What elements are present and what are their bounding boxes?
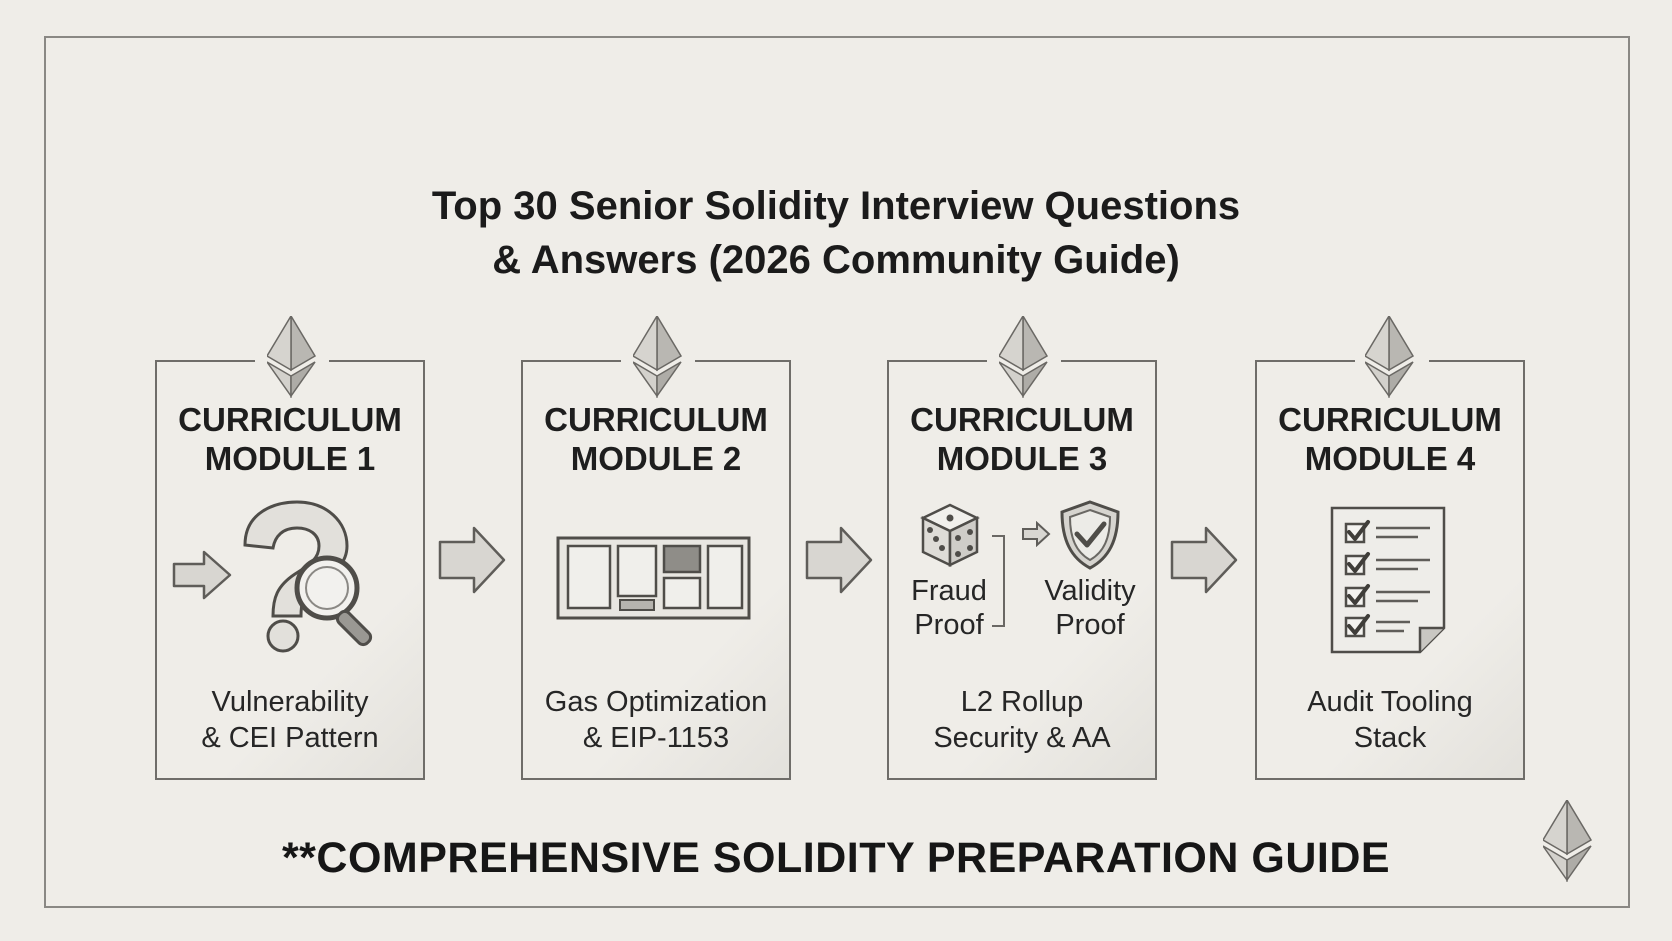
ethereum-icon [999, 316, 1048, 397]
module-3-title-line2: MODULE 3 [936, 440, 1108, 477]
module-3-title-line1: CURRICULUM [910, 401, 1134, 438]
module-1-caption-line1: Vulnerability [211, 686, 369, 718]
ethereum-icon [1543, 800, 1592, 881]
storage-slots-icon [556, 536, 751, 620]
module-3-caption-line2: Security & AA [933, 722, 1111, 754]
question-magnifier-icon [243, 500, 373, 653]
module-4-title-line2: MODULE 4 [1304, 440, 1476, 477]
module-card-3 [887, 358, 1157, 780]
bracket-line [992, 535, 1005, 627]
checklist-icon [1330, 506, 1446, 654]
flow-arrow-icon [1170, 526, 1238, 594]
footer-heading: **COMPREHENSIVE SOLIDITY PREPARATION GUI… [281, 834, 1391, 882]
flow-arrow-icon [438, 526, 506, 594]
module-4-caption-line1: Audit Tooling [1307, 686, 1473, 718]
module-1-title-line1: CURRICULUM [178, 401, 402, 438]
small-arrow-icon [1022, 521, 1051, 547]
module-4-title-line1: CURRICULUM [1278, 401, 1502, 438]
module-1-title-line2: MODULE 1 [204, 440, 376, 477]
small-arrow-icon [172, 550, 232, 600]
dice-icon [920, 503, 980, 567]
shield-check-icon [1060, 500, 1120, 570]
module-2-title-line2: MODULE 2 [570, 440, 742, 477]
module-4-caption-line2: Stack [1353, 722, 1427, 754]
module-2-title-line1: CURRICULUM [544, 401, 768, 438]
module-3-caption-line1: L2 Rollup [960, 686, 1084, 718]
ethereum-icon [1365, 316, 1414, 397]
module-2-caption-line1: Gas Optimization [544, 686, 768, 718]
module-2-caption-line2: & EIP-1153 [582, 722, 730, 754]
validity-proof-label-line2: Proof [1055, 609, 1125, 641]
ethereum-icon [633, 316, 682, 397]
fraud-proof-label-line1: Fraud [911, 575, 987, 607]
validity-proof-label-line1: Validity [1044, 575, 1136, 607]
fraud-proof-label-line2: Proof [914, 609, 984, 641]
module-1-caption-line2: & CEI Pattern [201, 722, 379, 754]
page-title-line1: Top 30 Senior Solidity Interview Questio… [431, 184, 1241, 228]
ethereum-icon [267, 316, 316, 397]
page-title-line2: & Answers (2026 Community Guide) [492, 238, 1180, 282]
outer-frame [44, 36, 1630, 908]
flow-arrow-icon [805, 526, 873, 594]
